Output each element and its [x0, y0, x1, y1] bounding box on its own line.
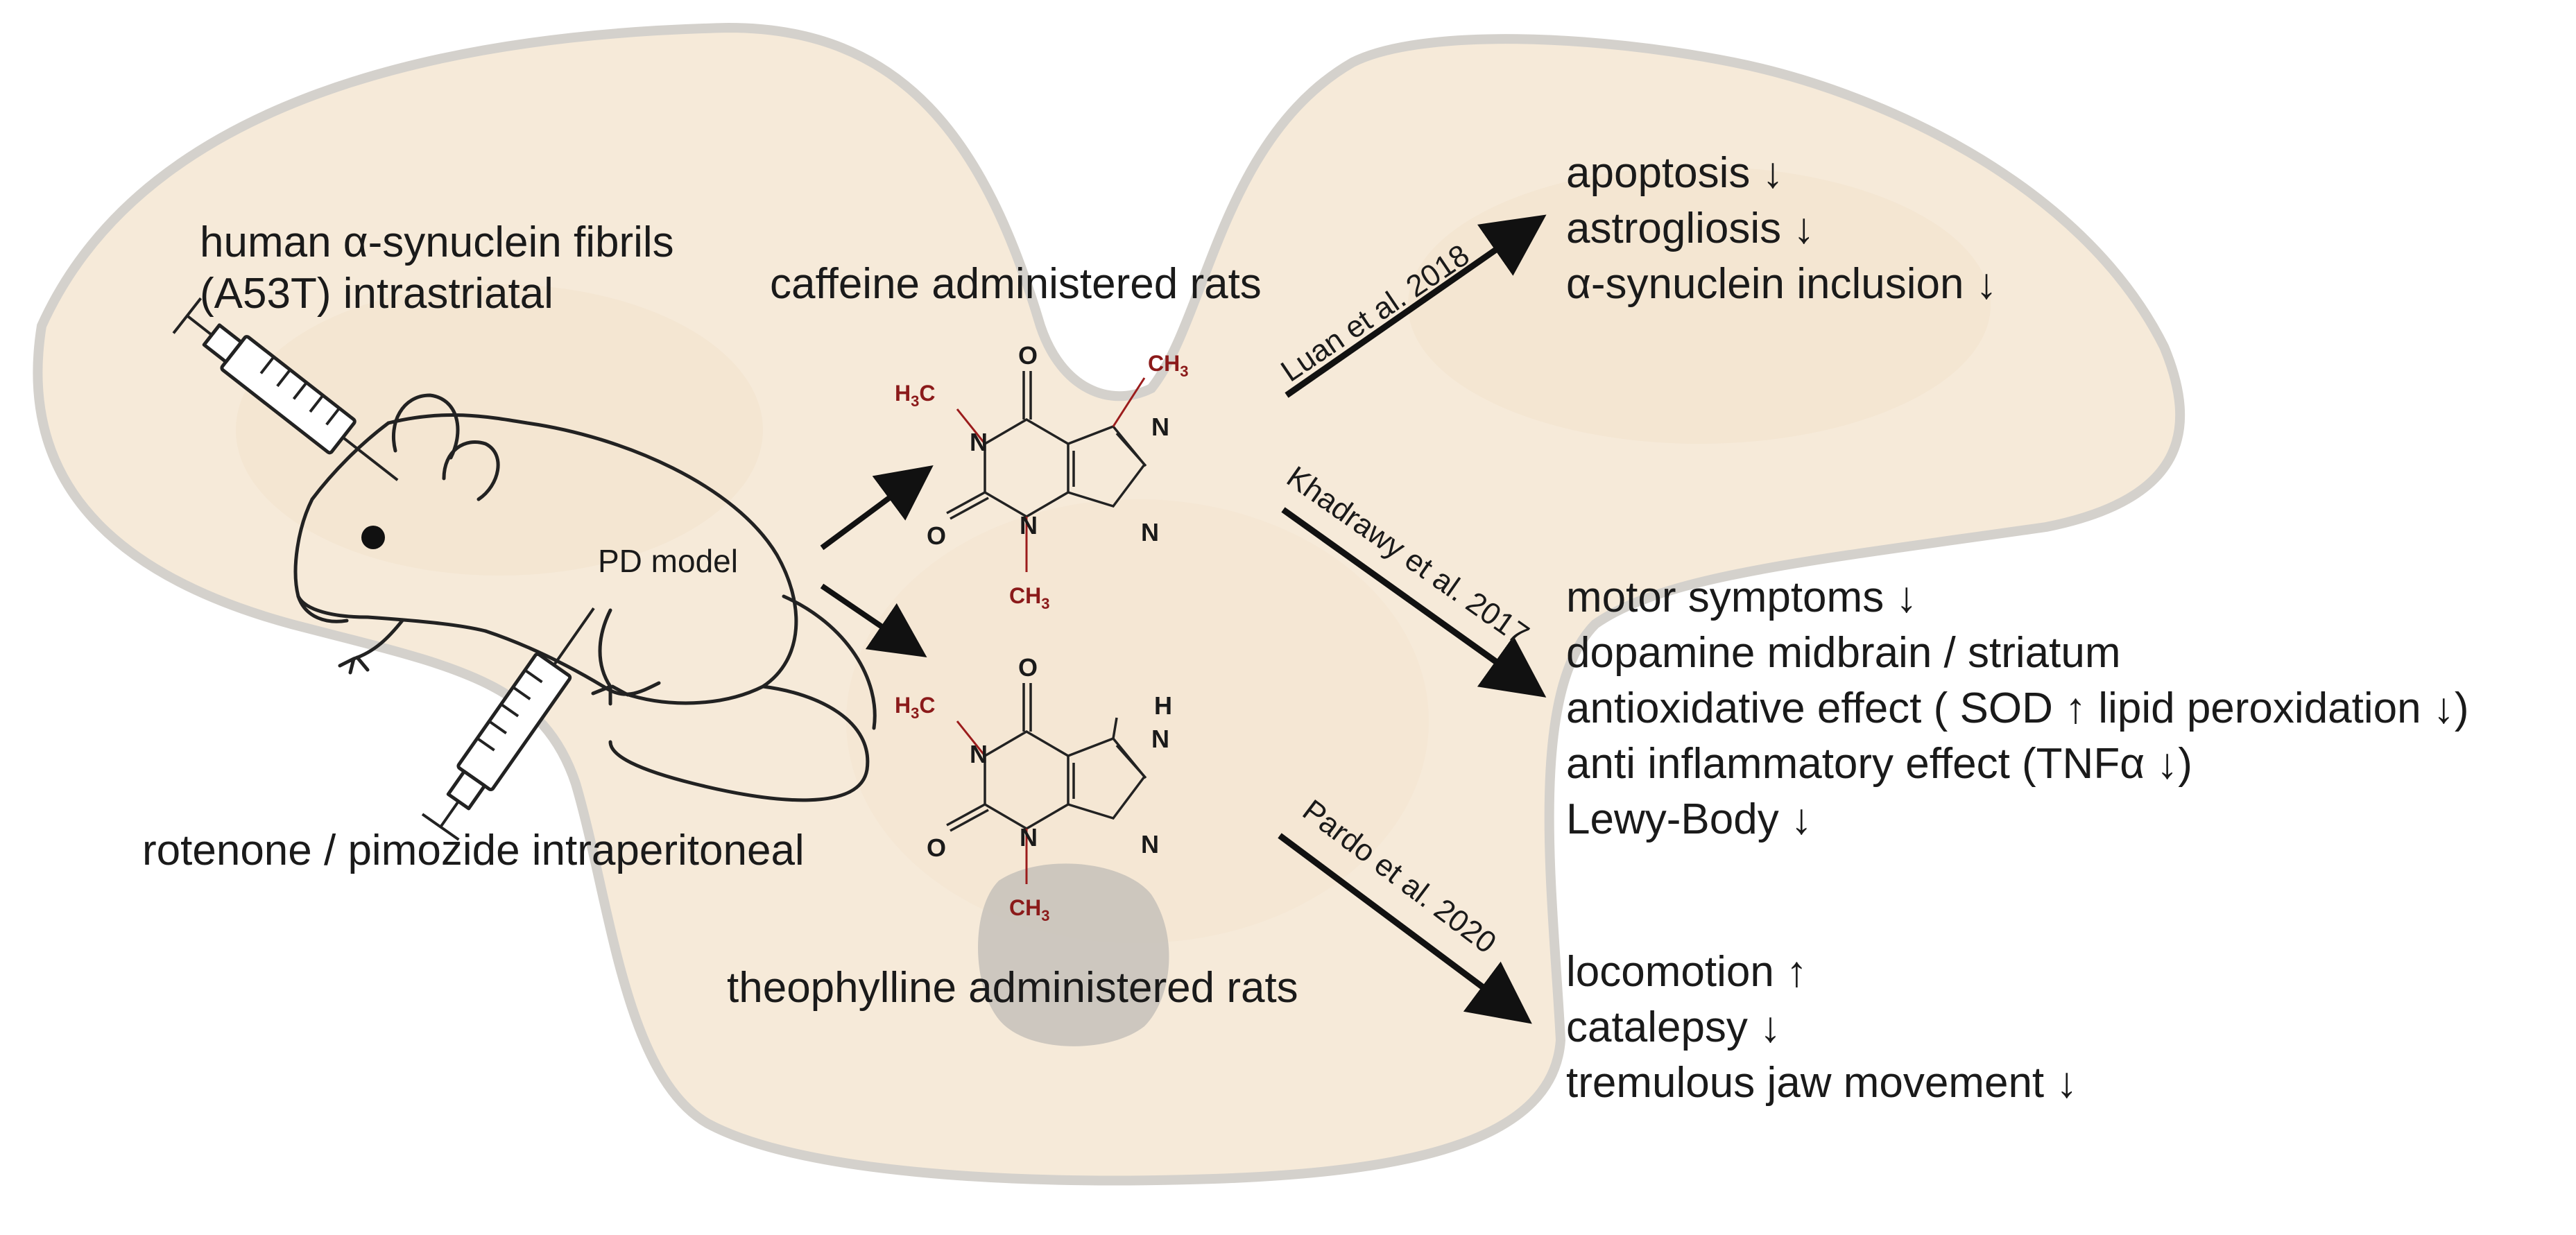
effect-khadrawy-1: motor symptoms ↓ — [1566, 573, 1917, 621]
effect-luan-1: apoptosis ↓ — [1566, 149, 1784, 197]
theo-N1: N — [970, 740, 988, 768]
effect-luan-3: α-synuclein inclusion ↓ — [1566, 260, 1998, 308]
inner-shading-center — [846, 499, 1429, 943]
syringe-top — [172, 297, 399, 481]
injection-top-label-line2: (A53T) intrastriatal — [200, 270, 553, 318]
rat-ear-front — [442, 440, 500, 501]
rat-eye — [361, 526, 385, 549]
caffeine-N9: N — [1141, 518, 1159, 546]
theophylline-molecule: O O N N N H N H3C CH3 — [895, 653, 1172, 924]
theo-O-left: O — [927, 834, 946, 862]
theo-methyl-left: H3C — [895, 693, 935, 722]
arrow-luan — [1285, 214, 1547, 398]
pd-model-label: PD model — [598, 543, 738, 579]
effect-khadrawy-3: antioxidative effect ( SOD ↑ lipid perox… — [1566, 684, 2469, 732]
injection-top-label-line1: human α-synuclein fibrils — [200, 218, 674, 266]
effects-khadrawy: motor symptoms ↓ dopamine midbrain / str… — [1566, 573, 2469, 843]
rat-front-leg — [338, 619, 404, 675]
caffeine-methyl-bottom: CH3 — [1009, 583, 1049, 612]
rat-body — [386, 413, 798, 705]
rat-tail-tip — [782, 594, 877, 730]
caffeine-O-left: O — [927, 521, 946, 550]
inner-shading-right — [1408, 166, 1991, 444]
arrow-pardo — [1278, 833, 1532, 1024]
arrow-to-theophylline — [820, 583, 927, 657]
effect-pardo-1: locomotion ↑ — [1566, 948, 1808, 996]
effect-pardo-3: tremulous jaw movement ↓ — [1566, 1059, 2077, 1107]
theo-N7: N — [1151, 725, 1169, 753]
effect-khadrawy-5: Lewy-Body ↓ — [1566, 795, 1812, 843]
injection-bottom-label: rotenone / pimozide intraperitoneal — [142, 827, 805, 874]
brain-section — [33, 22, 2186, 1186]
caffeine-molecule: O O N N N N H3C CH3 CH3 — [895, 341, 1188, 612]
rat-hind-leg — [591, 608, 630, 706]
arrow-to-caffeine — [820, 465, 934, 551]
theo-methyl-bottom: CH3 — [1009, 895, 1049, 924]
inner-shading-left — [236, 284, 763, 576]
caffeine-N1: N — [970, 428, 988, 456]
caffeine-N7: N — [1151, 413, 1169, 441]
syringe-bottom — [421, 607, 595, 841]
effect-khadrawy-2: dopamine midbrain / striatum — [1566, 629, 2120, 677]
caffeine-methyl-left: H3C — [895, 381, 935, 410]
caffeine-N3: N — [1020, 511, 1038, 539]
effect-luan-2: astrogliosis ↓ — [1566, 205, 1814, 252]
rat-ear-back — [391, 393, 460, 460]
rat-snout — [296, 594, 349, 623]
caffeine-methyl-right: CH3 — [1148, 351, 1188, 380]
arrow-khadrawy — [1281, 507, 1547, 698]
rat-tail — [608, 684, 870, 802]
effects-pardo: locomotion ↑ catalepsy ↓ tremulous jaw m… — [1566, 948, 2077, 1107]
caffeine-O-top: O — [1018, 341, 1038, 370]
caffeine-label: caffeine administered rats — [770, 260, 1262, 308]
rat-illustration — [293, 393, 877, 802]
theo-H7: H — [1154, 691, 1172, 720]
rat-belly — [483, 629, 661, 696]
effect-khadrawy-4: anti inflammatory effect (TNFα ↓) — [1566, 740, 2192, 788]
effect-pardo-2: catalepsy ↓ — [1566, 1003, 1781, 1051]
theo-N3: N — [1020, 823, 1038, 852]
ventricle — [978, 863, 1169, 1046]
theo-O-top: O — [1018, 653, 1038, 682]
effects-luan: apoptosis ↓ astrogliosis ↓ α-synuclein i… — [1566, 149, 1998, 308]
theophylline-label: theophylline administered rats — [727, 964, 1298, 1012]
theo-N9: N — [1141, 830, 1159, 858]
